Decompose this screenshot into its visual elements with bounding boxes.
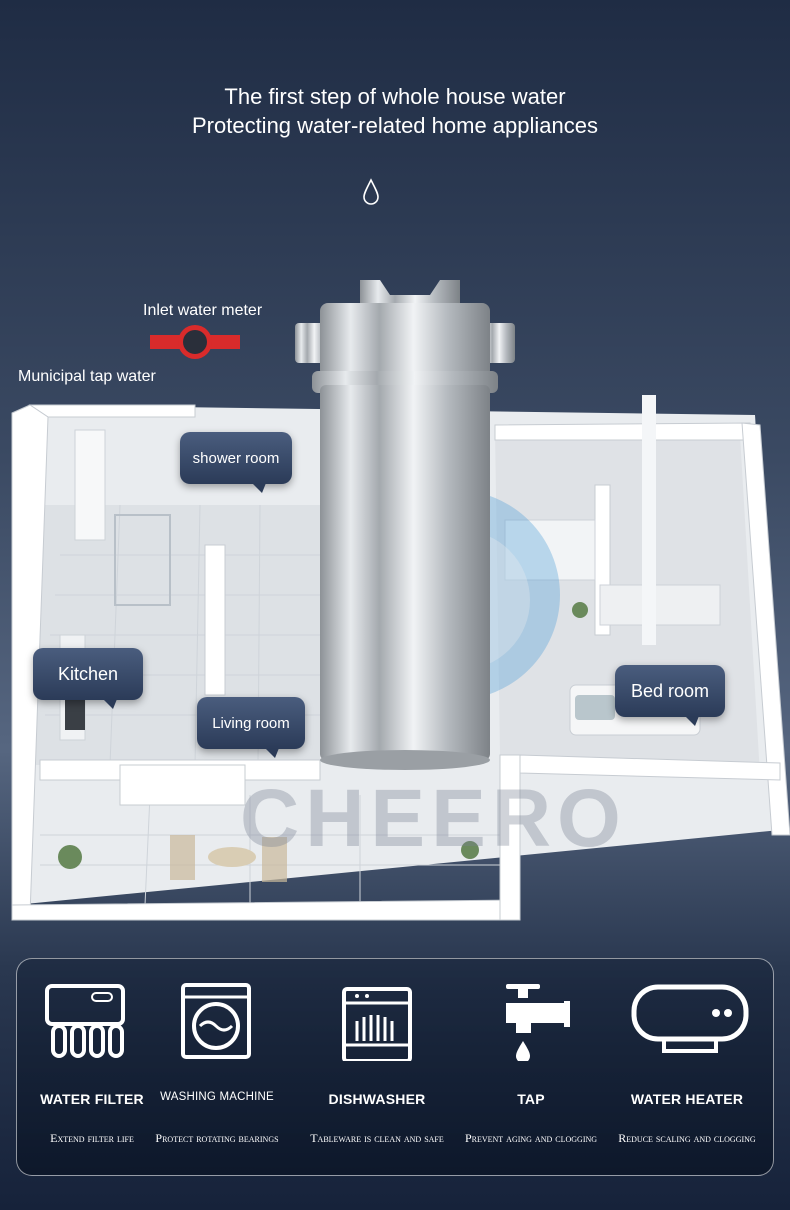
dishwasher-icon — [342, 987, 412, 1061]
washing-machine-icon — [181, 983, 251, 1059]
municipal-tap-water-label: Municipal tap water — [18, 368, 156, 385]
appliance-description: Tableware is clean and safe — [310, 1131, 444, 1145]
callout-kitchen: Kitchen — [33, 648, 143, 709]
callout-kitchen-label: Kitchen — [57, 663, 119, 684]
water-drop-icon — [363, 178, 379, 205]
water-meter-icon — [150, 325, 240, 359]
appliance-title: WATER FILTER — [40, 1091, 144, 1107]
appliance-washing-machine: WASHING MACHINE Protect rotating bearing… — [142, 959, 292, 1175]
appliance-description: Prevent aging and clogging — [464, 1131, 598, 1145]
brand-watermark: CHEERO — [240, 773, 627, 864]
appliance-title: WASHING MACHINE — [160, 1091, 274, 1103]
appliance-water-heater: WATER HEATER Reduce scaling and clogging — [612, 959, 762, 1175]
callout-living-room-label: Living room — [212, 714, 290, 732]
appliance-description: Extend filter life — [50, 1131, 134, 1145]
appliance-description: Protect rotating bearings — [155, 1131, 279, 1145]
headline-line-1: The first step of whole house water — [224, 84, 566, 109]
appliance-benefits-panel: WATER FILTER Extend filter life WASHING … — [16, 958, 774, 1176]
callout-bed-room-label: Bed room — [630, 680, 710, 701]
appliance-title: DISHWASHER — [328, 1091, 426, 1107]
appliance-description: Reduce scaling and clogging — [618, 1131, 756, 1145]
appliance-title: WATER HEATER — [630, 1091, 744, 1107]
callout-shower-room-label: shower room — [192, 449, 280, 467]
headline: The first step of whole house water Prot… — [0, 82, 790, 140]
stainless-filter-housing — [295, 280, 515, 770]
tap-icon — [506, 984, 570, 1061]
callout-shower-room: shower room — [180, 432, 292, 493]
headline-line-2: Protecting water-related home appliances — [191, 113, 598, 138]
water-heater-icon — [631, 984, 749, 1053]
inlet-water-meter-label: Inlet water meter — [143, 302, 263, 319]
callout-living-room: Living room — [197, 697, 305, 758]
callout-bed-room: Bed room — [615, 665, 725, 726]
appliance-tap: TAP Prevent aging and clogging — [456, 959, 606, 1175]
appliance-dishwasher: DISHWASHER Tableware is clean and safe — [302, 959, 452, 1175]
water-filter-icon — [45, 984, 125, 1058]
appliance-water-filter: WATER FILTER Extend filter life — [17, 959, 167, 1175]
appliance-title: TAP — [517, 1091, 545, 1107]
